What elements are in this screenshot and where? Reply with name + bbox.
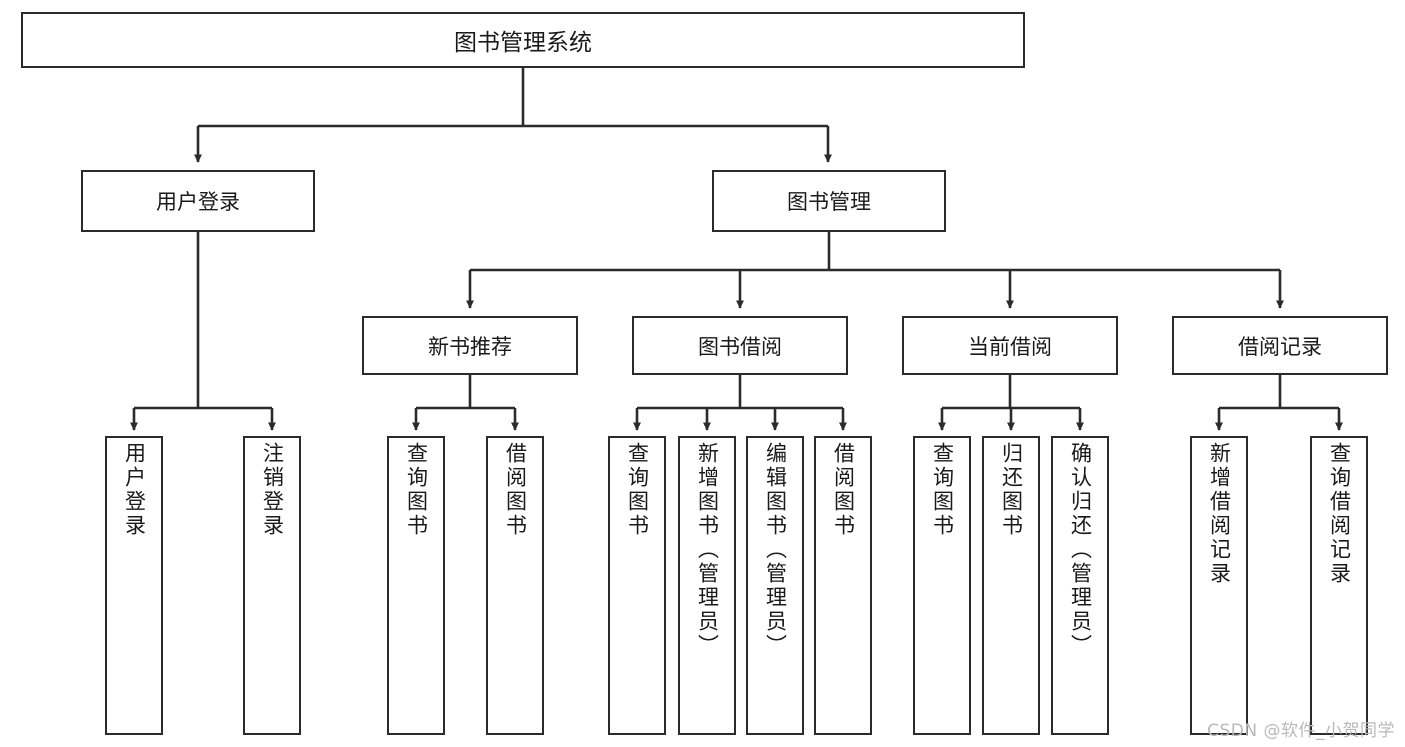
node-label: 新增图书（管理员） [695,442,720,658]
node-leaf-1[interactable]: 注销登录 [243,436,301,735]
node-level2-2[interactable]: 当前借阅 [902,316,1118,375]
node-label: 图书借阅 [698,334,782,359]
node-label: 确认归还（管理员） [1068,442,1093,658]
node-label: 编辑图书（管理员） [763,442,788,658]
node-label: 查询图书 [930,442,955,538]
node-level2-1[interactable]: 图书借阅 [632,316,848,375]
node-label: 用户登录 [122,442,147,538]
node-label: 查询图书 [625,442,650,538]
node-leaf-8[interactable]: 查询图书 [913,436,971,735]
node-label: 借阅记录 [1238,334,1322,359]
node-level2-0[interactable]: 新书推荐 [362,316,578,375]
node-label: 图书管理系统 [454,30,592,56]
node-leaf-11[interactable]: 新增借阅记录 [1190,436,1248,735]
node-leaf-12[interactable]: 查询借阅记录 [1310,436,1368,735]
node-leaf-6[interactable]: 编辑图书（管理员） [746,436,804,735]
node-root[interactable]: 图书管理系统 [21,12,1025,68]
node-leaf-10[interactable]: 确认归还（管理员） [1051,436,1109,735]
node-label: 注销登录 [260,442,285,538]
node-leaf-0[interactable]: 用户登录 [105,436,163,735]
node-label: 当前借阅 [968,334,1052,359]
node-level1-0[interactable]: 用户登录 [81,170,315,232]
node-label: 图书管理 [787,190,871,214]
node-label: 借阅图书 [503,442,528,538]
node-leaf-2[interactable]: 查询图书 [387,436,445,735]
node-leaf-4[interactable]: 查询图书 [608,436,666,735]
node-leaf-5[interactable]: 新增图书（管理员） [678,436,736,735]
node-leaf-9[interactable]: 归还图书 [982,436,1040,735]
node-label: 借阅图书 [831,442,856,538]
node-label: 查询图书 [404,442,429,538]
node-label: 新增借阅记录 [1207,442,1232,586]
node-leaf-3[interactable]: 借阅图书 [486,436,544,735]
node-label: 新书推荐 [428,334,512,359]
node-level1-1[interactable]: 图书管理 [712,170,946,232]
node-leaf-7[interactable]: 借阅图书 [814,436,872,735]
csdn-watermark: CSDN @软件_小贺同学 [1207,721,1395,741]
node-label: 用户登录 [156,190,240,214]
node-level2-3[interactable]: 借阅记录 [1172,316,1388,375]
node-label: 查询借阅记录 [1327,442,1352,586]
node-label: 归还图书 [999,442,1024,538]
